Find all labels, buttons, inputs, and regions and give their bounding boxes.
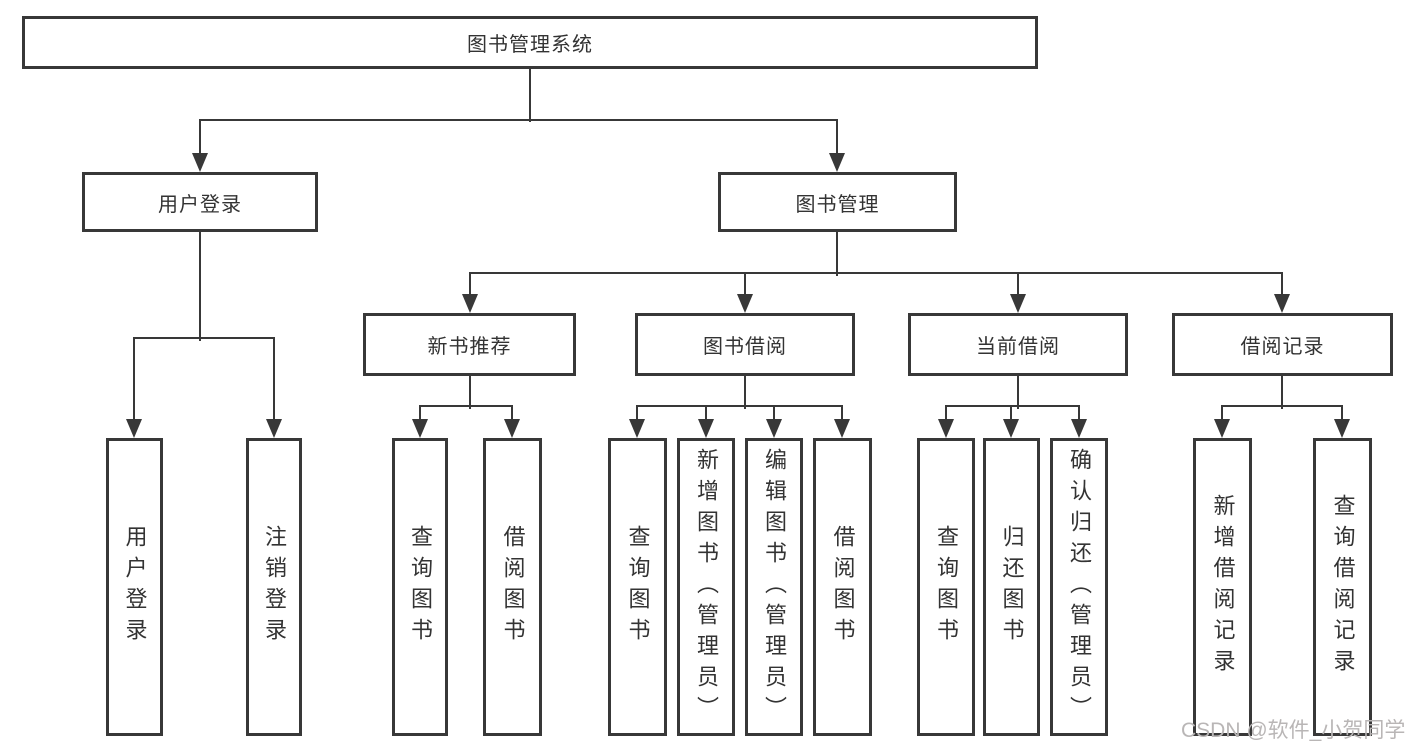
tree-connector-line xyxy=(945,405,947,423)
tree-connector-line xyxy=(744,375,746,409)
node-new-book-recommend: 新书推荐 xyxy=(363,313,576,376)
arrowhead-down-icon xyxy=(1003,419,1019,438)
leaf-label: 借阅图书 xyxy=(830,525,856,649)
leaf-recommend-borrow-books: 借阅图书 xyxy=(483,438,542,736)
leaf-records-query-record: 查询借阅记录 xyxy=(1313,438,1372,736)
node-label: 新书推荐 xyxy=(427,336,512,358)
arrowhead-down-icon xyxy=(737,294,753,313)
node-user-login-group: 用户登录 xyxy=(82,172,318,232)
arrowhead-down-icon xyxy=(1071,419,1087,438)
tree-connector-line xyxy=(841,405,843,423)
arrowhead-down-icon xyxy=(1334,419,1350,438)
tree-connector-line xyxy=(945,405,1080,407)
leaf-borrowing-edit-books-admin: 编辑图书（管理员） xyxy=(745,438,803,736)
arrowhead-down-icon xyxy=(834,419,850,438)
tree-connector-line xyxy=(636,405,638,423)
tree-connector-line xyxy=(419,405,421,423)
arrowhead-down-icon xyxy=(938,419,954,438)
tree-connector-line xyxy=(511,405,513,423)
arrowhead-down-icon xyxy=(829,153,845,172)
tree-connector-line xyxy=(1010,405,1012,423)
arrowhead-down-icon xyxy=(1274,294,1290,313)
leaf-logout: 注销登录 xyxy=(246,438,302,736)
leaf-label: 归还图书 xyxy=(999,525,1025,649)
leaf-user-login: 用户登录 xyxy=(106,438,163,736)
tree-connector-line xyxy=(469,272,471,299)
tree-connector-line xyxy=(1341,405,1343,423)
tree-connector-line xyxy=(469,375,471,409)
leaf-label: 新增借阅记录 xyxy=(1210,494,1236,680)
tree-connector-line xyxy=(529,68,531,122)
tree-connector-line xyxy=(836,231,838,276)
node-book-management: 图书管理 xyxy=(718,172,957,232)
leaf-current-confirm-return-admin: 确认归还（管理员） xyxy=(1050,438,1108,736)
tree-connector-line xyxy=(199,119,201,157)
tree-connector-line xyxy=(1281,272,1283,299)
arrowhead-down-icon xyxy=(462,294,478,313)
tree-connector-line xyxy=(469,272,1283,274)
node-current-borrowing: 当前借阅 xyxy=(908,313,1128,376)
node-label: 当前借阅 xyxy=(976,336,1060,358)
tree-connector-line xyxy=(133,337,135,423)
node-root: 图书管理系统 xyxy=(22,16,1038,69)
tree-connector-line xyxy=(636,405,843,407)
leaf-borrowing-add-books-admin: 新增图书（管理员） xyxy=(677,438,735,736)
arrowhead-down-icon xyxy=(1214,419,1230,438)
arrowhead-down-icon xyxy=(766,419,782,438)
leaf-label: 查询借阅记录 xyxy=(1330,494,1356,680)
arrowhead-down-icon xyxy=(698,419,714,438)
leaf-label: 编辑图书（管理员） xyxy=(762,447,787,727)
tree-connector-line xyxy=(419,405,513,407)
node-label: 借阅记录 xyxy=(1240,336,1325,358)
leaf-label: 注销登录 xyxy=(262,525,287,649)
node-label: 用户登录 xyxy=(158,193,242,216)
tree-connector-line xyxy=(199,119,838,121)
leaf-label: 用户登录 xyxy=(122,525,148,649)
tree-connector-line xyxy=(1281,375,1283,409)
tree-connector-line xyxy=(1078,405,1080,423)
arrowhead-down-icon xyxy=(629,419,645,438)
leaf-borrowing-query-books: 查询图书 xyxy=(608,438,667,736)
node-root-label: 图书管理系统 xyxy=(467,34,593,56)
leaf-label: 查询图书 xyxy=(934,525,959,649)
node-label: 图书管理 xyxy=(795,193,880,216)
leaf-current-query-books: 查询图书 xyxy=(917,438,975,736)
leaf-records-add-record: 新增借阅记录 xyxy=(1193,438,1252,736)
tree-connector-line xyxy=(744,272,746,299)
csdn-watermark: CSDN @软件_小贺同学 xyxy=(1181,719,1405,742)
arrowhead-down-icon xyxy=(1010,294,1026,313)
tree-connector-line xyxy=(836,119,838,157)
arrowhead-down-icon xyxy=(412,419,428,438)
tree-connector-line xyxy=(1017,272,1019,299)
node-label: 图书借阅 xyxy=(703,336,787,358)
node-book-borrowing: 图书借阅 xyxy=(635,313,855,376)
leaf-label: 查询图书 xyxy=(408,525,433,649)
leaf-borrowing-borrow-books: 借阅图书 xyxy=(813,438,872,736)
tree-connector-line xyxy=(199,231,201,341)
leaf-label: 确认归还（管理员） xyxy=(1067,447,1092,727)
leaf-label: 借阅图书 xyxy=(500,525,526,649)
arrowhead-down-icon xyxy=(266,419,282,438)
tree-connector-line xyxy=(1017,375,1019,409)
tree-connector-line xyxy=(705,405,707,423)
tree-connector-line xyxy=(773,405,775,423)
leaf-recommend-query-books: 查询图书 xyxy=(392,438,448,736)
node-borrowing-records: 借阅记录 xyxy=(1172,313,1393,376)
tree-connector-line xyxy=(1221,405,1223,423)
tree-connector-line xyxy=(273,337,275,423)
arrowhead-down-icon xyxy=(192,153,208,172)
arrowhead-down-icon xyxy=(126,419,142,438)
leaf-current-return-books: 归还图书 xyxy=(983,438,1040,736)
tree-connector-line xyxy=(133,337,275,339)
arrowhead-down-icon xyxy=(504,419,520,438)
leaf-label: 新增图书（管理员） xyxy=(694,447,719,727)
leaf-label: 查询图书 xyxy=(625,525,651,649)
